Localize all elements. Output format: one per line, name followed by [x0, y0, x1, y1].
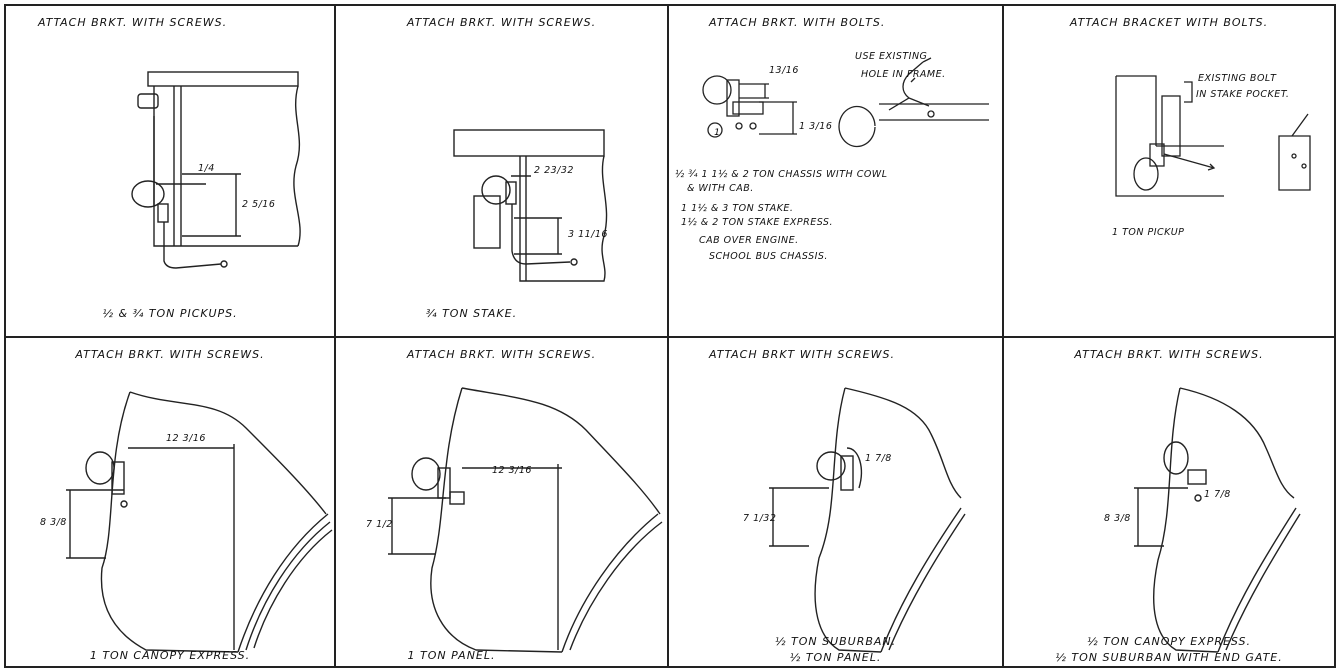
mounting-drawing — [1134, 387, 1301, 653]
panel-caption: ½ TON CANOPY EXPRESS. — [1087, 635, 1251, 648]
mounting-drawing — [131, 71, 301, 269]
panel-caption: 1 TON PANEL. — [407, 649, 496, 662]
dimension-label: 12 3/16 — [492, 465, 532, 476]
application-note: ½ ¾ 1 1½ & 2 TON CHASSIS WITH COWL — [675, 169, 888, 180]
callout-line: USE EXISTING — [855, 51, 928, 62]
dimension-label: 2 5/16 — [242, 199, 276, 210]
dimension-label: 1/4 — [198, 163, 215, 174]
panel-half-ton-pickups: ATTACH BRKT. WITH SCREWS. 1/4 2 5 — [6, 6, 334, 336]
callout-line: HOLE IN FRAME. — [861, 69, 946, 80]
dimension-label: 2 23/32 — [534, 165, 574, 176]
panel-caption: ½ TON PANEL. — [789, 651, 882, 664]
callout-line: IN STAKE POCKET. — [1196, 89, 1290, 100]
mounting-drawing: 1 — [702, 57, 989, 148]
row-divider — [6, 336, 1334, 338]
panel-caption: ½ TON SUBURBAN. — [774, 635, 897, 648]
application-note: SCHOOL BUS CHASSIS. — [709, 251, 828, 262]
panel-one-ton-pickup: ATTACH BRACKET WITH BOLTS. EXISTING BOLT… — [1004, 6, 1334, 336]
panel-chassis-bolts: ATTACH BRKT. WITH BOLTS. — [669, 6, 1002, 336]
panel-header: ATTACH BRACKET WITH BOLTS. — [1069, 16, 1269, 29]
panel-three-quarter-ton-stake: ATTACH BRKT. WITH SCREWS. 2 23/32 3 11/1… — [336, 6, 667, 336]
application-note: & WITH CAB. — [687, 183, 754, 194]
panel-one-ton-panel: ATTACH BRKT. WITH SCREWS. 12 3/16 7 1/2 … — [336, 338, 667, 668]
panel-header: ATTACH BRKT. WITH BOLTS. — [709, 16, 886, 29]
panel-half-ton-suburban: ATTACH BRKT WITH SCREWS. 1 7/8 7 1/32 ½ … — [669, 338, 1002, 668]
panel-one-ton-canopy: ATTACH BRKT. WITH SCREWS. 12 3/16 8 3/8 … — [6, 338, 334, 668]
panel-header: ATTACH BRKT. WITH SCREWS. — [38, 16, 228, 29]
panel-caption: 1 TON CANOPY EXPRESS. — [89, 649, 251, 662]
dimension-label: 1 7/8 — [1204, 489, 1231, 500]
callout-line: EXISTING BOLT — [1198, 73, 1277, 84]
panel-header: ATTACH BRKT. WITH SCREWS. — [406, 16, 597, 29]
application-note: CAB OVER ENGINE. — [699, 235, 799, 246]
panel-header: ATTACH BRKT. WITH SCREWS. — [1074, 348, 1264, 361]
mounting-drawing — [66, 391, 333, 653]
dimension-label: 13/16 — [769, 65, 799, 76]
panel-header: ATTACH BRKT. WITH SCREWS. — [406, 348, 597, 361]
panel-caption: ¾ TON STAKE. — [425, 307, 518, 320]
dimension-label: 12 3/16 — [166, 433, 206, 444]
dimension-label: 8 3/8 — [1104, 513, 1131, 524]
mounting-drawing — [453, 129, 608, 282]
panel-half-ton-canopy-express: ATTACH BRKT. WITH SCREWS. 8 3/8 1 7/8 ½ … — [1004, 338, 1334, 668]
application-note: 1 1½ & 3 TON STAKE. — [681, 203, 794, 214]
drawing-sheet: ATTACH BRKT. WITH SCREWS. 1/4 2 5 — [4, 4, 1336, 668]
dimension-label: 7 1/32 — [743, 513, 777, 524]
application-note: 1½ & 2 TON STAKE EXPRESS. — [681, 217, 833, 228]
reference-circle-label: 1 — [714, 128, 720, 138]
mounting-drawing — [769, 387, 966, 653]
dimension-label: 3 11/16 — [568, 229, 608, 240]
panel-mid-caption: 1 TON PICKUP — [1112, 227, 1185, 238]
mounting-drawing — [1115, 75, 1311, 197]
panel-caption: ½ TON SUBURBAN WITH END GATE. — [1055, 651, 1283, 664]
dimension-label: 1 7/8 — [865, 453, 892, 464]
dimension-label: 8 3/8 — [40, 517, 67, 528]
dimension-label: 1 3/16 — [799, 121, 833, 132]
panel-header: ATTACH BRKT WITH SCREWS. — [709, 348, 895, 361]
dimension-label: 7 1/2 — [366, 519, 393, 530]
mounting-drawing — [388, 387, 663, 653]
panel-header: ATTACH BRKT. WITH SCREWS. — [75, 348, 265, 361]
panel-caption: ½ & ¾ TON PICKUPS. — [102, 307, 238, 320]
